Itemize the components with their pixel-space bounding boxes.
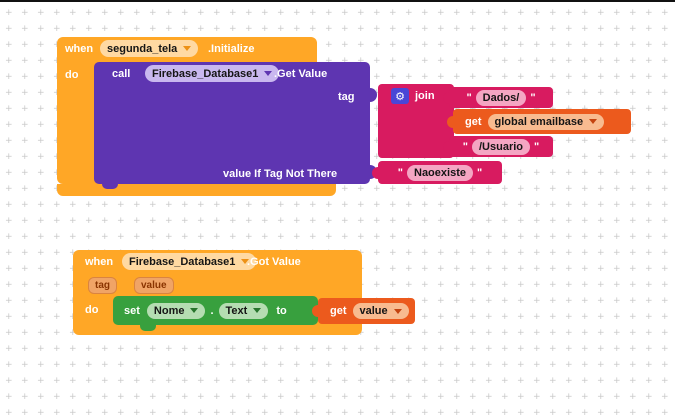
when-initialize-block-foot[interactable] (57, 184, 336, 196)
string-block-dados[interactable]: Dados/ (443, 87, 553, 108)
get-keyword: get (330, 305, 347, 317)
event-name: .Got Value (247, 256, 301, 268)
chevron-down-icon (264, 71, 273, 76)
event-name: .Initialize (208, 43, 255, 55)
string-quote (477, 167, 482, 179)
mutator-gear-icon[interactable] (391, 88, 409, 104)
string-quote (463, 141, 468, 153)
when-keyword: when (85, 256, 114, 268)
variable-dropdown-value: value (359, 305, 388, 317)
property-dropdown-value: Text (225, 304, 248, 317)
value-if-tag-not-there-label: value If Tag Not There (223, 168, 338, 180)
next-statement-bump (140, 325, 156, 331)
param-chip-label: tag (95, 280, 110, 291)
method-name: .Get Value (274, 68, 328, 80)
chevron-down-icon (190, 308, 199, 313)
string-block-usuario[interactable]: /Usuario (443, 136, 553, 157)
tag-socket-label: tag (338, 91, 355, 103)
screen-dropdown[interactable]: segunda_tela (100, 40, 199, 57)
firebase-component-value: Firebase_Database1 (152, 67, 259, 80)
connector-tab (366, 165, 377, 179)
firebase-component-dropdown[interactable]: Firebase_Database1 (145, 65, 280, 82)
join-keyword: join (415, 90, 435, 102)
top-border (0, 0, 675, 2)
call-keyword: call (112, 68, 131, 80)
string-text-field[interactable]: /Usuario (471, 138, 530, 155)
connector-tab (366, 88, 377, 102)
param-chip-tag[interactable]: tag (88, 277, 117, 294)
dot-separator: . (210, 304, 214, 317)
when-keyword: when (65, 43, 94, 55)
do-keyword: do (65, 69, 79, 81)
set-nome-text-block[interactable]: set Nome . Text to (113, 296, 318, 325)
chevron-down-icon (589, 119, 598, 124)
variable-dropdown-value: global emailbase (494, 115, 584, 128)
firebase-component-value: Firebase_Database1 (129, 255, 236, 268)
screen-dropdown-value: segunda_tela (107, 42, 178, 55)
param-chip-value[interactable]: value (134, 277, 174, 294)
variable-dropdown[interactable]: value (352, 303, 409, 319)
string-text-field[interactable]: Naoexiste (407, 164, 473, 181)
call-getvalue-block[interactable] (94, 62, 370, 184)
property-dropdown[interactable]: Text (218, 302, 269, 319)
next-statement-bump (102, 183, 118, 189)
chevron-down-icon (183, 46, 192, 51)
to-keyword: to (276, 304, 287, 317)
get-global-emailbase-block[interactable]: get global emailbase (447, 109, 631, 134)
component-dropdown[interactable]: Nome (146, 302, 206, 319)
string-quote (530, 92, 535, 104)
param-chip-label: value (141, 280, 167, 291)
string-block-naoexiste[interactable]: Naoexiste (372, 161, 502, 184)
set-keyword: set (124, 304, 140, 317)
do-keyword: do (85, 304, 99, 316)
chevron-down-icon (393, 308, 402, 314)
get-value-block[interactable]: get value (312, 298, 415, 324)
chevron-down-icon (241, 259, 250, 264)
variable-dropdown[interactable]: global emailbase (487, 113, 605, 130)
chevron-down-icon (253, 308, 262, 313)
string-quote (466, 92, 471, 104)
string-quote (534, 141, 539, 153)
component-dropdown-value: Nome (153, 304, 185, 317)
get-keyword: get (465, 115, 482, 128)
string-text-field[interactable]: Dados/ (475, 89, 527, 106)
firebase-component-dropdown[interactable]: Firebase_Database1 (122, 253, 257, 270)
string-quote (398, 167, 403, 179)
